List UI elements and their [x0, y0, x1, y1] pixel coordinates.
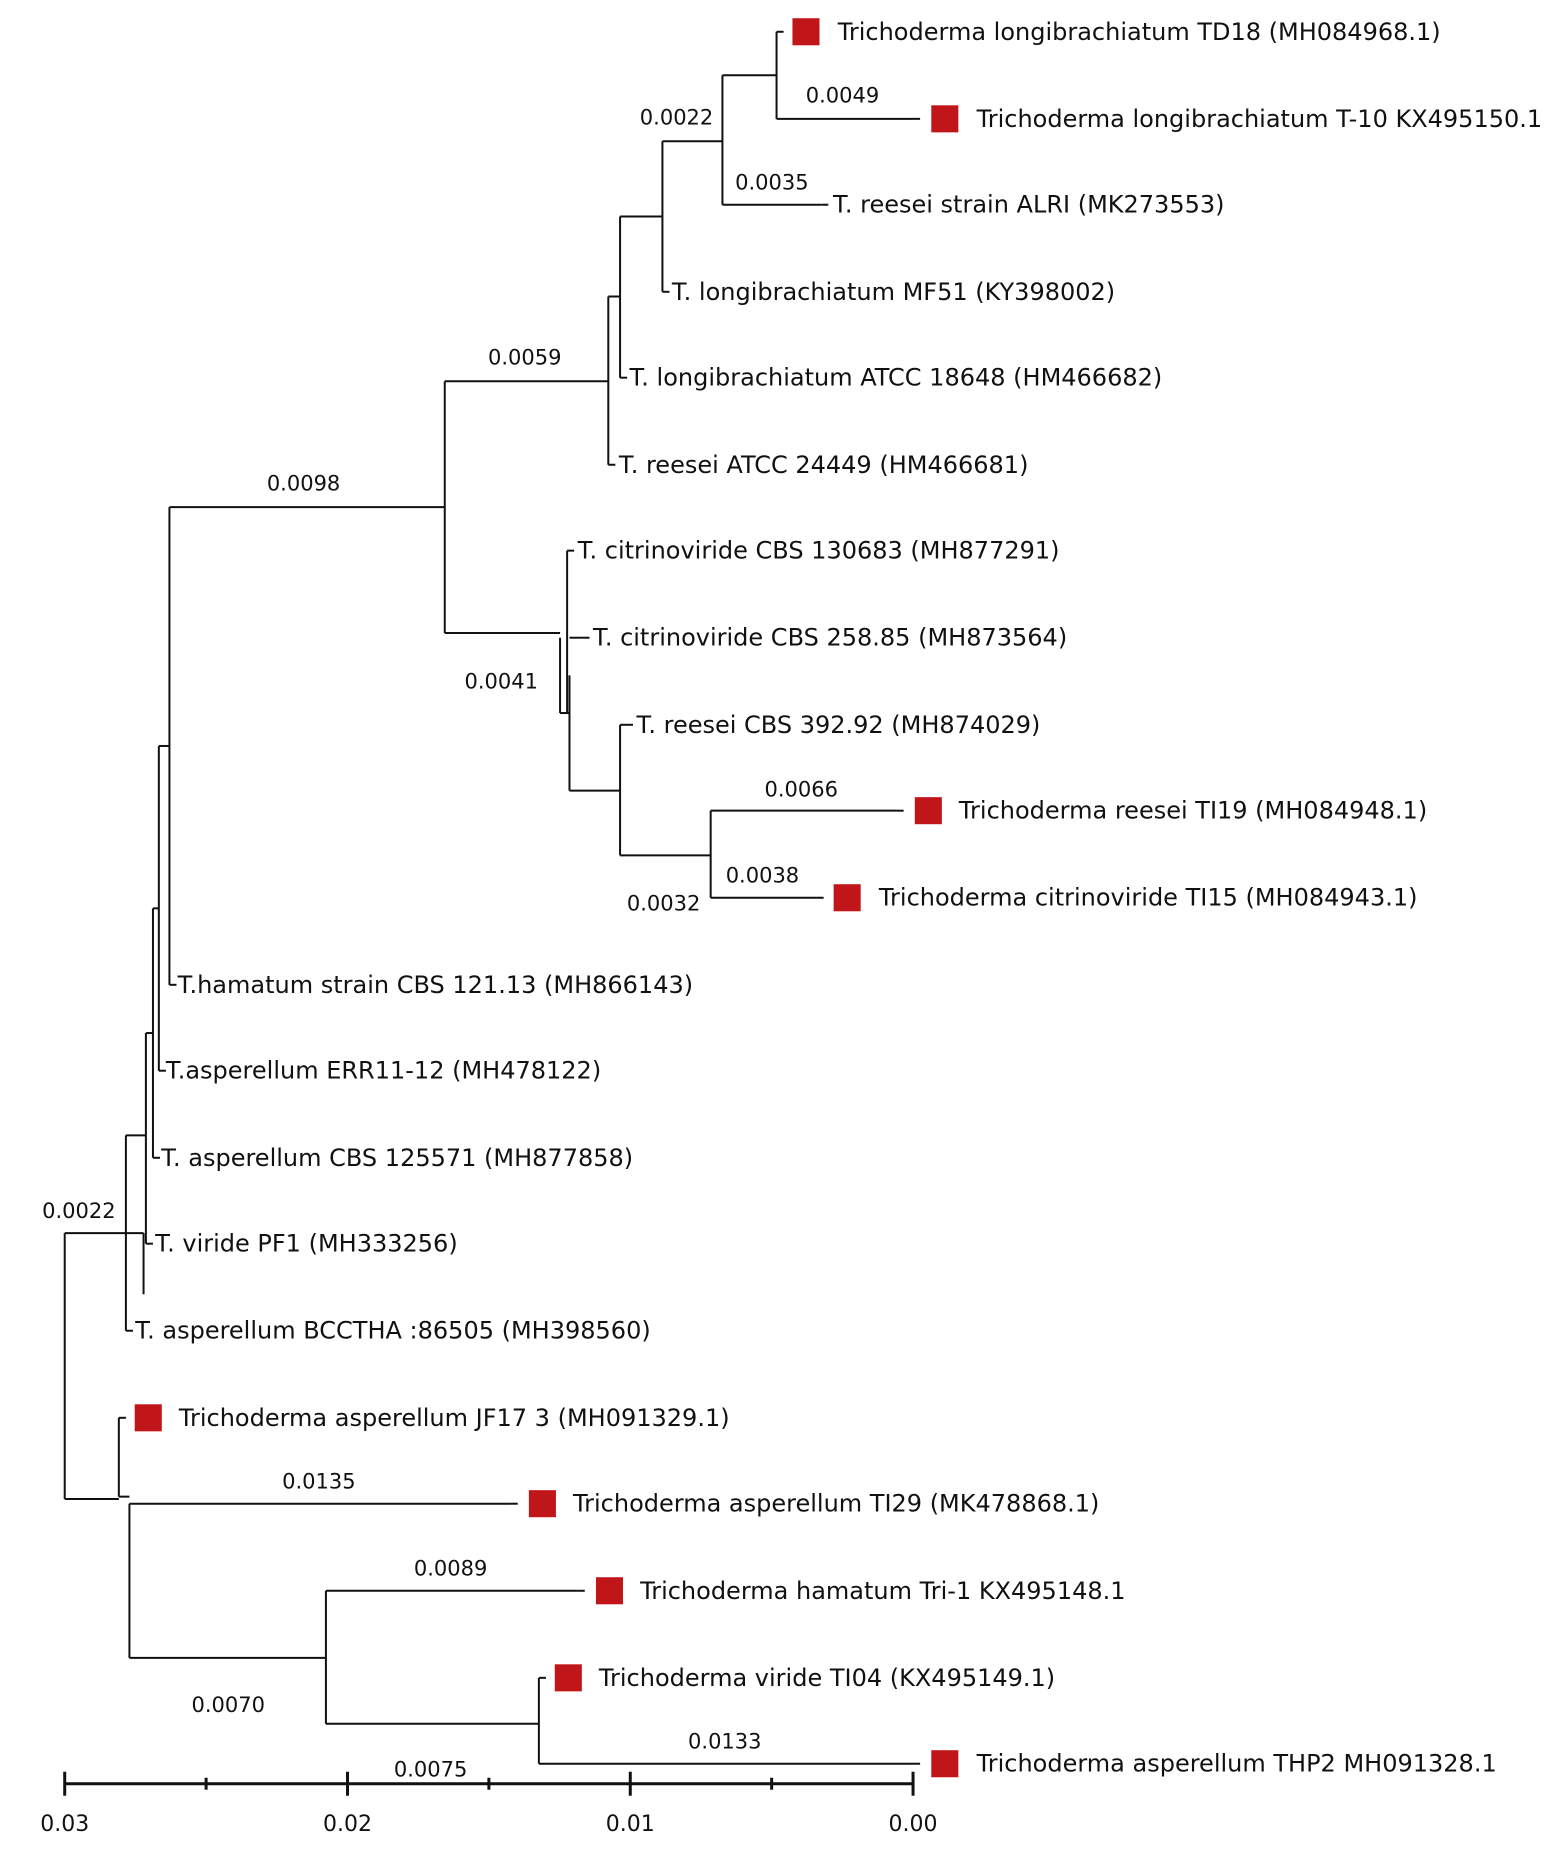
branch-length-label: 0.0059 [488, 346, 561, 370]
leaf-label: Trichoderma reesei TI19 (MH084948.1) [958, 797, 1427, 825]
leaf-label: T. longibrachiatum MF51 (KY398002) [671, 278, 1115, 306]
leaf-label: T. reesei ATCC 24449 (HM466681) [618, 451, 1029, 479]
leaf-marker-square [554, 1664, 582, 1692]
branch-length-label: 0.0049 [806, 83, 879, 107]
leaf-label: T. citrinoviride CBS 258.85 (MH873564) [592, 624, 1067, 652]
leaf-label: T. asperellum BCCTHA :86505 (MH398560) [134, 1317, 650, 1345]
leaf-marker-square [931, 1750, 959, 1778]
leaf-marker-square [528, 1490, 556, 1518]
leaf-marker-square [792, 18, 820, 46]
branch-length-label: 0.0070 [192, 1693, 265, 1717]
leaf-label: Trichoderma longibrachiatum T-10 KX49515… [976, 105, 1543, 133]
branch-length-label: 0.0022 [640, 106, 713, 130]
leaf-label: T. viride PF1 (MH333256) [154, 1230, 457, 1258]
leaf-marker-square [595, 1577, 624, 1605]
scale-tick-label: 0.00 [889, 1812, 938, 1837]
tree-branches [63, 30, 921, 1765]
leaf-label: T. citrinoviride CBS 130683 (MH877291) [577, 537, 1060, 565]
scale-tick-label: 0.01 [606, 1812, 655, 1837]
leaf-labels: Trichoderma longibrachiatum TD18 (MH0849… [134, 18, 1542, 1778]
leaf-marker-square [833, 884, 861, 912]
scale-bar: 0.03 0.02 0.01 0.00 [40, 1771, 938, 1837]
branch-length-label: 0.0035 [735, 170, 808, 194]
scale-tick-label: 0.03 [40, 1812, 89, 1837]
branch-length-label: 0.0032 [627, 892, 700, 916]
branch-length-label: 0.0135 [282, 1469, 355, 1493]
leaf-label: T. longibrachiatum ATCC 18648 (HM466682) [628, 364, 1162, 392]
leaf-markers [134, 18, 959, 1778]
leaf-label: Trichoderma viride TI04 (KX495149.1) [598, 1664, 1055, 1692]
leaf-label: T. asperellum CBS 125571 (MH877858) [160, 1144, 633, 1172]
branch-length-label: 0.0022 [42, 1199, 115, 1223]
leaf-label: Trichoderma asperellum JF17 3 (MH091329.… [178, 1404, 730, 1432]
branch-length-label: 0.0075 [394, 1758, 467, 1782]
leaf-marker-square [134, 1404, 162, 1432]
leaf-label: T.asperellum ERR11-12 (MH478122) [165, 1057, 601, 1085]
branch-length-labels: 0.0022 0.0049 0.0035 0.0059 0.0098 0.0041 0.00… [42, 83, 879, 1781]
leaf-label: Trichoderma longibrachiatum TD18 (MH0849… [837, 18, 1441, 46]
branch-length-label: 0.0098 [267, 472, 340, 496]
scale-tick-label: 0.02 [323, 1812, 372, 1837]
leaf-label: T.hamatum strain CBS 121.13 (MH866143) [177, 971, 693, 999]
branch-length-label: 0.0066 [765, 778, 838, 802]
branch-length-label: 0.0133 [688, 1729, 761, 1753]
leaf-label: T. reesei CBS 392.92 (MH874029) [636, 711, 1041, 739]
leaf-label: Trichoderma asperellum TI29 (MK478868.1) [572, 1490, 1099, 1518]
leaf-label: Trichoderma asperellum THP2 MH091328.1 [976, 1750, 1497, 1778]
branch-length-label: 0.0038 [726, 863, 799, 887]
leaf-marker-square [914, 797, 942, 825]
leaf-label: Trichoderma hamatum Tri-1 KX495148.1 [639, 1577, 1125, 1605]
leaf-label: Trichoderma citrinoviride TI15 (MH084943… [878, 884, 1418, 912]
branch-length-label: 0.0089 [414, 1556, 487, 1580]
branch-length-label: 0.0041 [464, 669, 537, 693]
leaf-marker-square [931, 105, 959, 133]
leaf-label: T. reesei strain ALRI (MK273553) [832, 191, 1224, 219]
